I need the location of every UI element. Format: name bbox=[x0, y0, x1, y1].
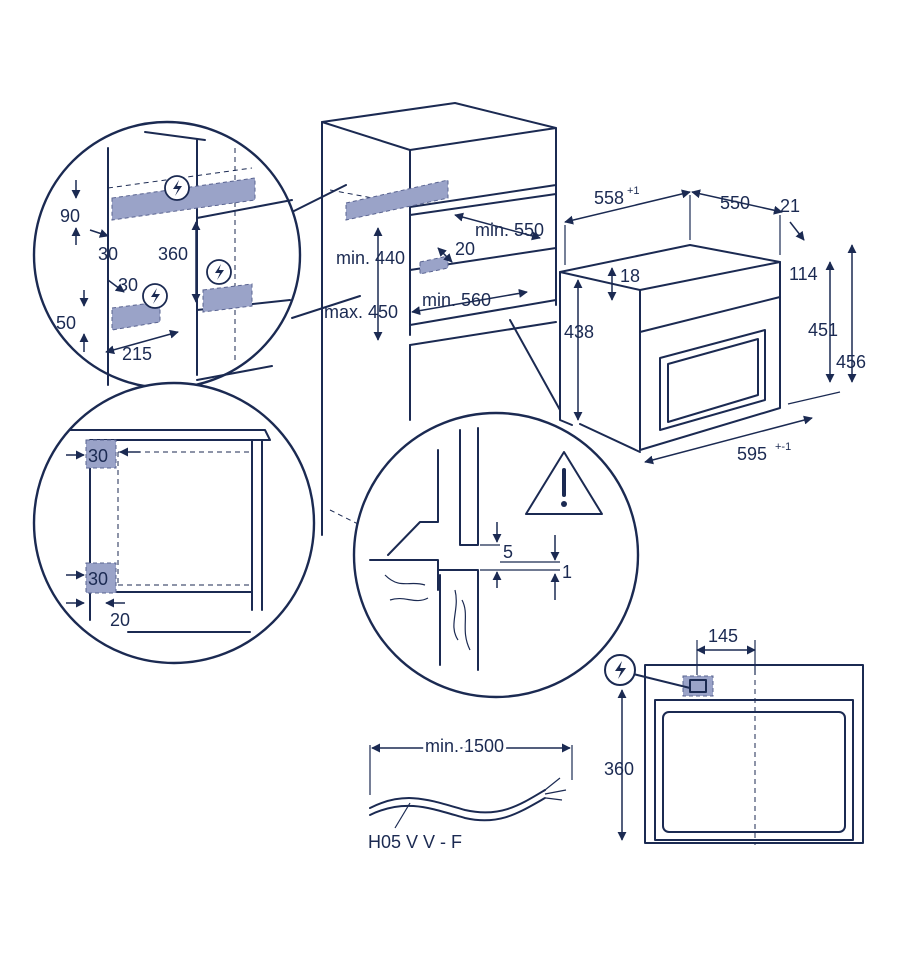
electric-hazard-icon bbox=[142, 283, 168, 309]
dim-451: 451 bbox=[808, 320, 838, 340]
dim-30c: 30 bbox=[88, 446, 108, 466]
dim-30a: 30 bbox=[98, 244, 118, 264]
electric-hazard-icon bbox=[206, 259, 232, 285]
dim-30b: 30 bbox=[118, 275, 138, 295]
detail-circle-mounting bbox=[352, 411, 640, 699]
dim-595: 595 bbox=[737, 444, 767, 464]
dim-114: 114 bbox=[789, 264, 818, 284]
dim-min550: min. 550 bbox=[475, 220, 544, 240]
cabinet bbox=[321, 102, 557, 536]
circle-2-dimensions: 30 30 20 bbox=[66, 446, 140, 630]
dim-550: 550 bbox=[720, 193, 750, 213]
vent-gap-top bbox=[85, 439, 117, 469]
dim-21: 21 bbox=[780, 196, 800, 216]
dim-min440: min. 440 bbox=[336, 248, 405, 268]
dim-50: 50 bbox=[56, 313, 76, 333]
cable-type: H05 V V - F bbox=[368, 832, 462, 852]
dim-90: 90 bbox=[60, 206, 80, 226]
dim-595-sup: +-1 bbox=[775, 441, 791, 453]
circle-3-dimensions: 5 1 bbox=[492, 522, 572, 600]
oven-dimensions: 558 +1 550 21 18 114 451 456 438 595 +-1 bbox=[564, 185, 866, 465]
electrical-zone-b bbox=[111, 301, 161, 331]
electrical-zone-mid bbox=[419, 255, 449, 275]
dim-456: 456 bbox=[836, 352, 866, 372]
front-view bbox=[624, 664, 864, 845]
dim-30d: 30 bbox=[88, 569, 108, 589]
electrical-zone-top bbox=[345, 179, 449, 221]
dim-min1500: min. 1500 bbox=[425, 736, 504, 756]
cabinet-dimensions: min. 550 20 min. 440 max. 450 min. 560 bbox=[324, 212, 544, 341]
electric-hazard-icon bbox=[164, 175, 190, 201]
dim-360a: 360 bbox=[158, 244, 188, 264]
dim-20b: 20 bbox=[110, 610, 130, 630]
dim-20a: 20 bbox=[455, 239, 475, 259]
dim-360b: 360 bbox=[604, 759, 634, 779]
dim-145: 145 bbox=[708, 626, 738, 646]
dim-min560: min. 560 bbox=[422, 290, 491, 310]
front-view-dimensions: 145 360 bbox=[604, 626, 756, 841]
dim-18: 18 bbox=[620, 266, 640, 286]
dim-558-sup: +1 bbox=[627, 185, 640, 197]
electric-hazard-icon bbox=[604, 654, 636, 686]
power-cable: min. 1500 H05 V V - F bbox=[368, 733, 573, 852]
dim-1: 1 bbox=[562, 562, 572, 582]
dim-438: 438 bbox=[564, 322, 594, 342]
electrical-zone-c bbox=[202, 283, 253, 313]
detail-circle-ventilation bbox=[32, 381, 316, 665]
dim-215: 215 bbox=[122, 344, 152, 364]
warning-triangle-icon bbox=[525, 451, 603, 515]
dim-5: 5 bbox=[503, 542, 513, 562]
zoom-callout-2 bbox=[509, 319, 561, 411]
circle-1-dimensions: 90 30 360 30 50 215 bbox=[56, 180, 201, 364]
dim-max450: max. 450 bbox=[324, 302, 398, 322]
dim-558: 558 bbox=[594, 188, 624, 208]
vent-gap-bottom bbox=[85, 562, 117, 594]
zoom-callout bbox=[291, 184, 361, 319]
oven bbox=[559, 244, 781, 453]
